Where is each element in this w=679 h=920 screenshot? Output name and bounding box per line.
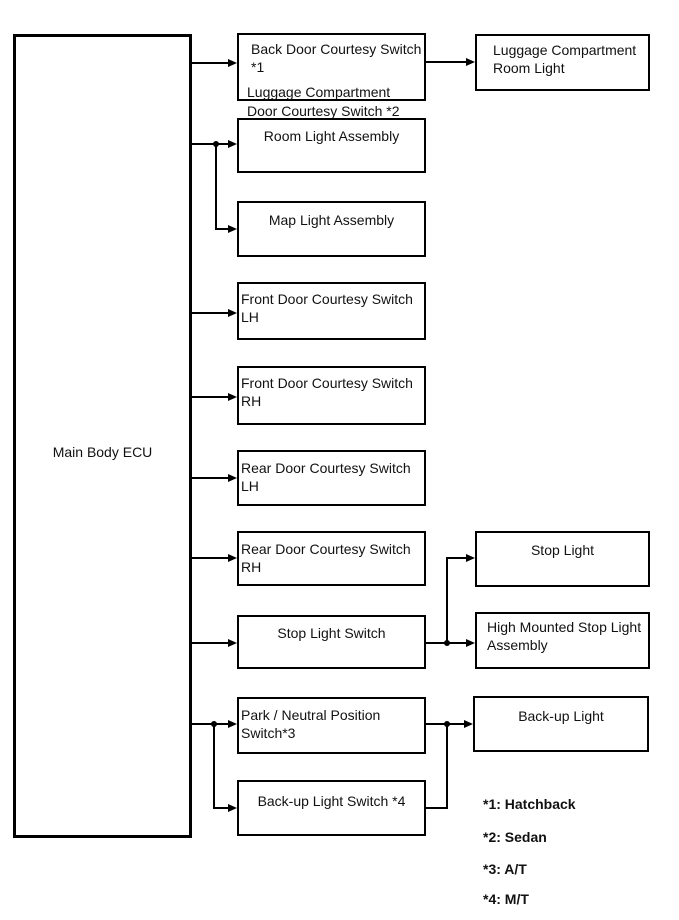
high-mounted-stop-light-label-line2: Assembly: [487, 637, 548, 654]
box-park-neutral-position-switch: Park / Neutral Position Switch*3: [237, 697, 426, 754]
connector-ecu-to-stop-switch-line: [192, 642, 229, 644]
connector-to-backup-switch-line: [213, 807, 229, 809]
box-backup-light: Back-up Light: [473, 696, 649, 752]
connector-park-out-line: [426, 723, 448, 725]
rear-door-courtesy-switch-lh-label: Rear Door Courtesy Switch LH: [241, 460, 411, 495]
footnote-at: *3: A/T: [483, 861, 527, 877]
box-front-door-courtesy-switch-lh: Front Door Courtesy Switch LH: [237, 282, 426, 340]
backup-light-label: Back-up Light: [518, 708, 604, 724]
box-stop-light: Stop Light: [475, 531, 650, 587]
connector-ecu-to-back-door-arrow: [228, 59, 237, 67]
connector-stop-switch-out-line: [426, 642, 448, 644]
connector-ecu-to-rear-lh-arrow: [228, 474, 237, 482]
connector-to-map-light-arrow: [228, 225, 237, 233]
connector-ecu-to-rear-rh-arrow: [228, 554, 237, 562]
connector-ecu-to-front-rh-arrow: [228, 393, 237, 401]
connector-stop-lights-vertical: [446, 558, 448, 643]
connector-to-backup-light-line: [448, 723, 465, 725]
front-door-courtesy-switch-rh-label: Front Door Courtesy Switch RH: [241, 375, 413, 410]
connector-ecu-to-front-lh-arrow: [228, 309, 237, 317]
connector-ecu-to-rear-lh-line: [192, 477, 229, 479]
box-backup-light-switch: Back-up Light Switch *4: [237, 780, 426, 836]
connector-to-map-light-line: [215, 228, 229, 230]
backup-light-switch-label: Back-up Light Switch *4: [257, 793, 406, 809]
footnote-sedan: *2: Sedan: [483, 829, 547, 845]
box-front-door-courtesy-switch-rh: Front Door Courtesy Switch RH: [237, 366, 426, 425]
box-stop-light-switch: Stop Light Switch: [237, 615, 426, 669]
box-main-body-ecu: Main Body ECU: [13, 34, 192, 838]
connector-backup-switch-vertical: [446, 724, 448, 809]
room-light-assembly-label: Room Light Assembly: [263, 128, 400, 144]
luggage-compartment-room-light-label-line1: Luggage Compartment: [493, 42, 637, 58]
park-neutral-position-switch-label: Park / Neutral Position Switch*3: [241, 707, 381, 742]
map-light-assembly-label: Map Light Assembly: [268, 212, 395, 228]
connector-ecu-to-back-door-line: [192, 62, 229, 64]
front-door-courtesy-switch-lh-label: Front Door Courtesy Switch LH: [241, 291, 413, 326]
connector-to-high-mounted-line: [448, 642, 467, 644]
connector-to-backup-switch-arrow: [228, 804, 237, 812]
rear-door-courtesy-switch-rh-label: Rear Door Courtesy Switch RH: [241, 541, 411, 576]
connector-to-high-mounted-arrow: [466, 639, 475, 647]
connector-back-door-to-luggage-line: [426, 61, 467, 63]
connector-ecu-to-front-rh-line: [192, 396, 229, 398]
stop-light-switch-label: Stop Light Switch: [277, 625, 386, 641]
connector-backup-switch-out-line: [426, 807, 448, 809]
connector-ecu-to-rear-rh-line: [192, 557, 229, 559]
box-map-light-assembly: Map Light Assembly: [237, 201, 426, 257]
connector-to-stop-light-arrow: [466, 554, 475, 562]
stop-light-label: Stop Light: [530, 542, 595, 558]
connector-to-stop-light-line: [446, 557, 467, 559]
connector-ecu-to-park-neutral-arrow: [228, 720, 237, 728]
box-room-light-assembly: Room Light Assembly: [237, 118, 426, 173]
luggage-compartment-room-light-label-line2: Room Light: [493, 60, 565, 77]
connector-ecu-to-stop-switch-arrow: [228, 639, 237, 647]
main-body-ecu-label: Main Body ECU: [52, 444, 153, 460]
box-luggage-compartment-room-light: Luggage Compartment Room Light: [475, 34, 650, 91]
connector-room-to-map-vertical: [215, 144, 217, 230]
footnote-mt: *4: M/T: [483, 891, 529, 907]
connector-back-door-to-luggage-arrow: [466, 58, 475, 66]
connector-to-backup-light-arrow: [464, 720, 473, 728]
connector-ecu-to-front-lh-line: [192, 312, 229, 314]
junction-dot-stop-lights: [444, 640, 450, 646]
connector-ecu-to-room-light-arrow: [228, 140, 237, 148]
connector-park-to-backup-vertical: [213, 724, 215, 809]
box-rear-door-courtesy-switch-rh: Rear Door Courtesy Switch RH: [237, 531, 426, 586]
footnote-hatchback: *1: Hatchback: [483, 796, 576, 812]
luggage-compartment-door-courtesy-switch-label: Luggage Compartment Door Courtesy Switch…: [247, 84, 400, 119]
connector-ecu-to-room-light-line: [192, 143, 229, 145]
box-high-mounted-stop-light-assembly: High Mounted Stop Light Assembly: [475, 612, 650, 669]
high-mounted-stop-light-label-line1: High Mounted Stop Light: [487, 619, 642, 635]
back-door-courtesy-switch-label: Back Door Courtesy Switch *1: [251, 41, 422, 76]
box-back-door-courtesy-switch: Back Door Courtesy Switch *1 Luggage Com…: [237, 33, 426, 119]
box-rear-door-courtesy-switch-lh: Rear Door Courtesy Switch LH: [237, 450, 426, 506]
connector-ecu-to-park-neutral-line: [192, 723, 229, 725]
